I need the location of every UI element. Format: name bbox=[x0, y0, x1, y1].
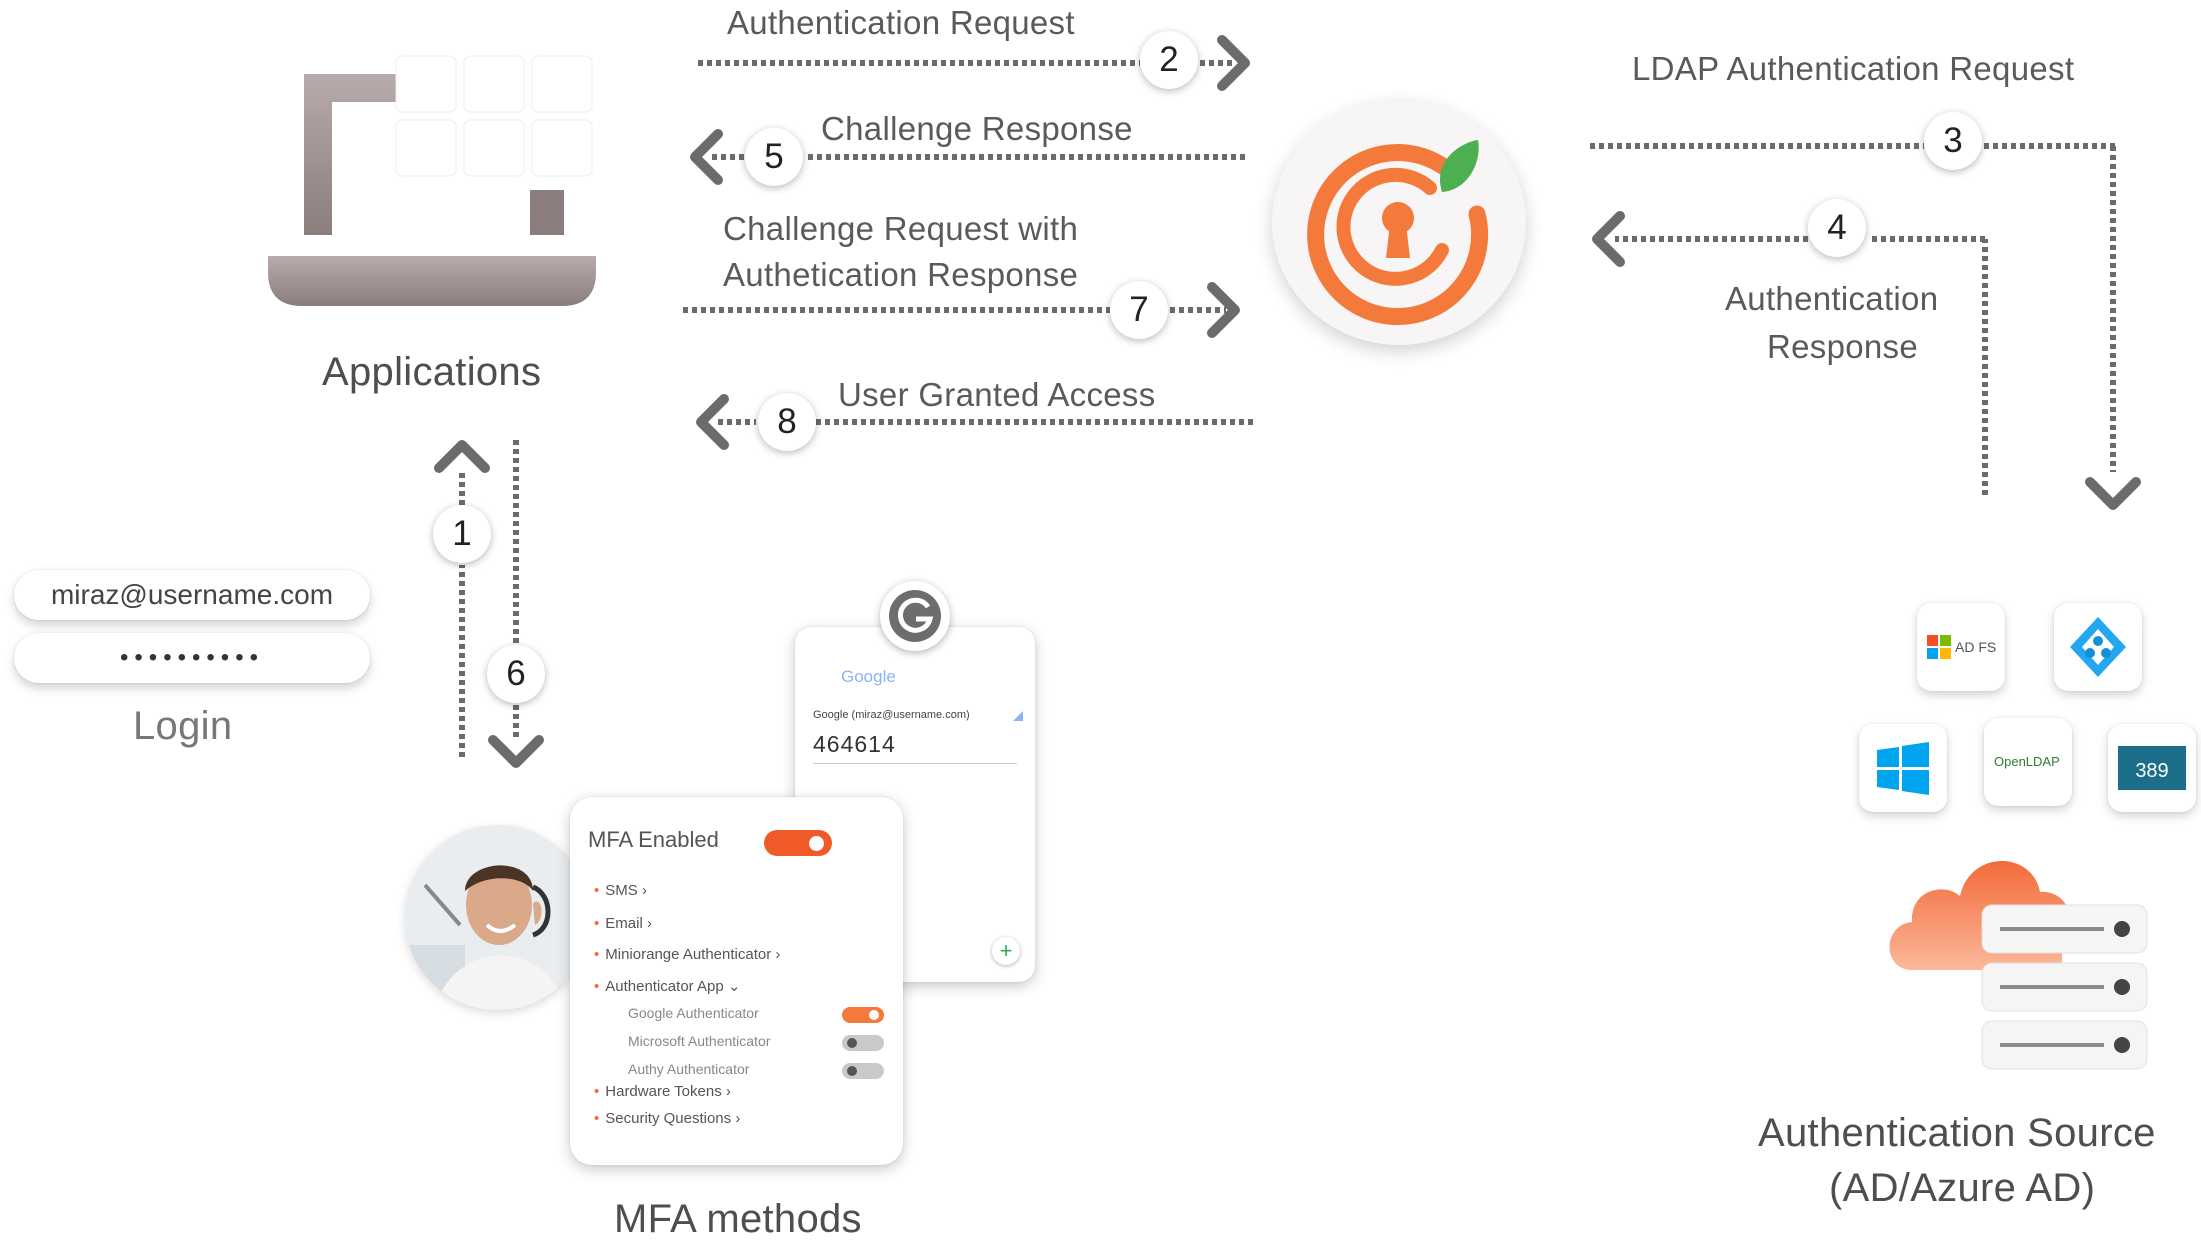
arrowhead-down bbox=[488, 735, 544, 768]
step4-label-line2: Response bbox=[1767, 328, 1918, 365]
adfs-logo: AD FS bbox=[1917, 603, 2005, 691]
mfa-item-authenticator-app[interactable]: •Authenticator App ⌄ bbox=[594, 978, 741, 995]
arrowhead-down bbox=[2085, 477, 2141, 510]
arrowhead-left bbox=[690, 129, 723, 185]
account-flag-icon bbox=[1013, 711, 1023, 721]
auth-source-label-line1: Authentication Source bbox=[1758, 1111, 2156, 1155]
step5-label: Challenge Response bbox=[821, 110, 1133, 147]
arrowhead-right bbox=[1207, 282, 1240, 338]
arrowhead-left bbox=[696, 394, 729, 450]
389-ds-logo: 389 bbox=[2108, 724, 2196, 812]
login-label: Login bbox=[133, 704, 233, 748]
add-account-icon[interactable]: + bbox=[992, 937, 1020, 965]
mfa-enabled-toggle[interactable] bbox=[764, 830, 832, 856]
applications-label: Applications bbox=[322, 350, 542, 394]
authenticator-app-icon bbox=[880, 581, 950, 651]
authy-toggle[interactable] bbox=[842, 1063, 884, 1079]
mfa-item-sms[interactable]: •SMS › bbox=[594, 882, 647, 899]
username-field[interactable]: miraz@username.com bbox=[14, 570, 370, 620]
step7-badge: 7 bbox=[1110, 281, 1168, 339]
arrowhead-left bbox=[1592, 211, 1625, 267]
server-cloud-icon bbox=[1882, 830, 2152, 1080]
step7-label-line2: Authetication Response bbox=[723, 256, 1079, 293]
step3-label: LDAP Authentication Request bbox=[1632, 50, 2075, 87]
mfa-item-miniorange[interactable]: •Miniorange Authenticator › bbox=[594, 946, 781, 963]
step4-label-line1: Authentication bbox=[1725, 280, 1939, 317]
applications-icon bbox=[268, 50, 598, 312]
step6-badge: 6 bbox=[487, 645, 545, 703]
password-field[interactable]: •••••••••• bbox=[14, 633, 370, 683]
mfa-item-hardware[interactable]: •Hardware Tokens › bbox=[594, 1083, 731, 1100]
mfa-item-email[interactable]: •Email › bbox=[594, 915, 652, 932]
arrowhead-up bbox=[434, 440, 490, 473]
step8-badge: 8 bbox=[758, 393, 816, 451]
mfa-item-security[interactable]: •Security Questions › bbox=[594, 1110, 741, 1127]
step1-badge: 1 bbox=[433, 505, 491, 563]
mfa-sub-google: Google Authenticator bbox=[628, 1005, 759, 1021]
mfa-sub-microsoft: Microsoft Authenticator bbox=[628, 1033, 771, 1049]
arrowhead-right bbox=[1217, 35, 1250, 91]
azure-ad-logo bbox=[2054, 603, 2142, 691]
account-label: Google (miraz@username.com) bbox=[813, 709, 970, 721]
google-toggle[interactable] bbox=[842, 1007, 884, 1023]
mfa-sub-authy: Authy Authenticator bbox=[628, 1061, 750, 1077]
step5-badge: 5 bbox=[745, 128, 803, 186]
mfa-card: MFA Enabled •SMS › •Email › •Miniorange … bbox=[570, 797, 903, 1165]
openldap-logo: OpenLDAP bbox=[1984, 718, 2072, 806]
step2-label: Authentication Request bbox=[727, 4, 1075, 41]
auth-source-label-line2: (AD/Azure AD) bbox=[1829, 1166, 2096, 1210]
windows-logo bbox=[1859, 724, 1947, 812]
step3-badge: 3 bbox=[1924, 112, 1982, 170]
step4-badge: 4 bbox=[1808, 199, 1866, 257]
google-logo: Google bbox=[841, 667, 896, 686]
step8-label: User Granted Access bbox=[838, 376, 1156, 413]
step2-badge: 2 bbox=[1140, 31, 1198, 89]
user-avatar bbox=[405, 825, 590, 1010]
mfa-methods-label: MFA methods bbox=[614, 1197, 862, 1241]
mfa-title: MFA Enabled bbox=[588, 827, 719, 852]
leaf-icon bbox=[1440, 140, 1479, 192]
step7-label-line1: Challenge Request with bbox=[723, 210, 1079, 247]
microsoft-toggle[interactable] bbox=[842, 1035, 884, 1051]
otp-code: 464614 bbox=[813, 731, 896, 757]
miniorange-logo bbox=[1272, 100, 1526, 345]
